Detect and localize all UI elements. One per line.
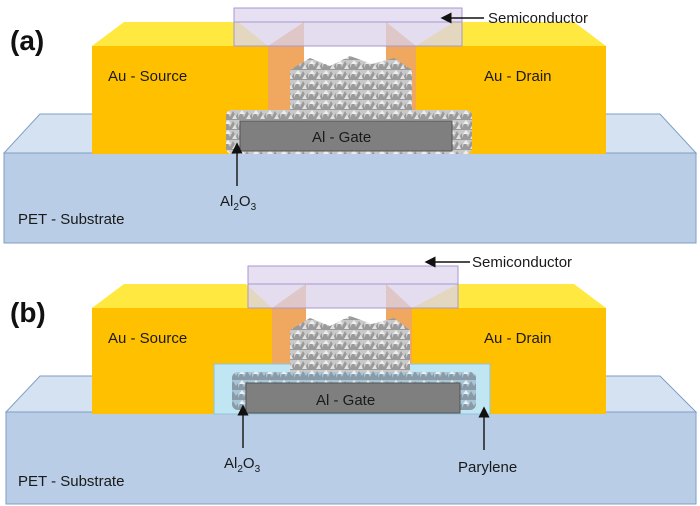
semiconductor-top: [247, 265, 459, 285]
gate-label: Al - Gate: [312, 129, 371, 146]
panel-b: (b) Au - Source Au - Drain Al - Gate PET…: [4, 254, 698, 505]
source-label: Au - Source: [108, 330, 187, 347]
panel-a: (a) Au - Source Au - Drain Al - Gate PET…: [2, 7, 698, 244]
substrate-front: [3, 152, 697, 244]
gate-electrode: [239, 120, 453, 152]
gate-label: Al - Gate: [316, 392, 375, 409]
panel-tag: (a): [10, 25, 44, 56]
substrate-label: PET - Substrate: [18, 211, 124, 228]
semiconductor-front: [233, 21, 463, 47]
substrate-front: [5, 411, 697, 505]
source-label: Au - Source: [108, 68, 187, 85]
drain-label: Au - Drain: [484, 330, 552, 347]
substrate-label: PET - Substrate: [18, 473, 124, 490]
drain-label: Au - Drain: [484, 68, 552, 85]
source-top: [92, 22, 268, 46]
oxide-label: Al2O3: [224, 455, 261, 475]
source-top: [92, 284, 272, 308]
drain-top: [416, 22, 606, 46]
semiconductor-film: [290, 56, 412, 118]
semiconductor-label: Semiconductor: [472, 254, 572, 271]
semiconductor-film: [290, 316, 410, 376]
panel-tag: (b): [10, 297, 46, 328]
oxide-label: Al2O3: [220, 193, 257, 213]
drain-top: [412, 284, 606, 308]
semiconductor-front: [247, 283, 459, 309]
semiconductor-top: [233, 7, 463, 23]
parylene-label: Parylene: [458, 459, 517, 476]
gate-electrode: [245, 382, 461, 414]
semiconductor-label: Semiconductor: [488, 10, 588, 27]
